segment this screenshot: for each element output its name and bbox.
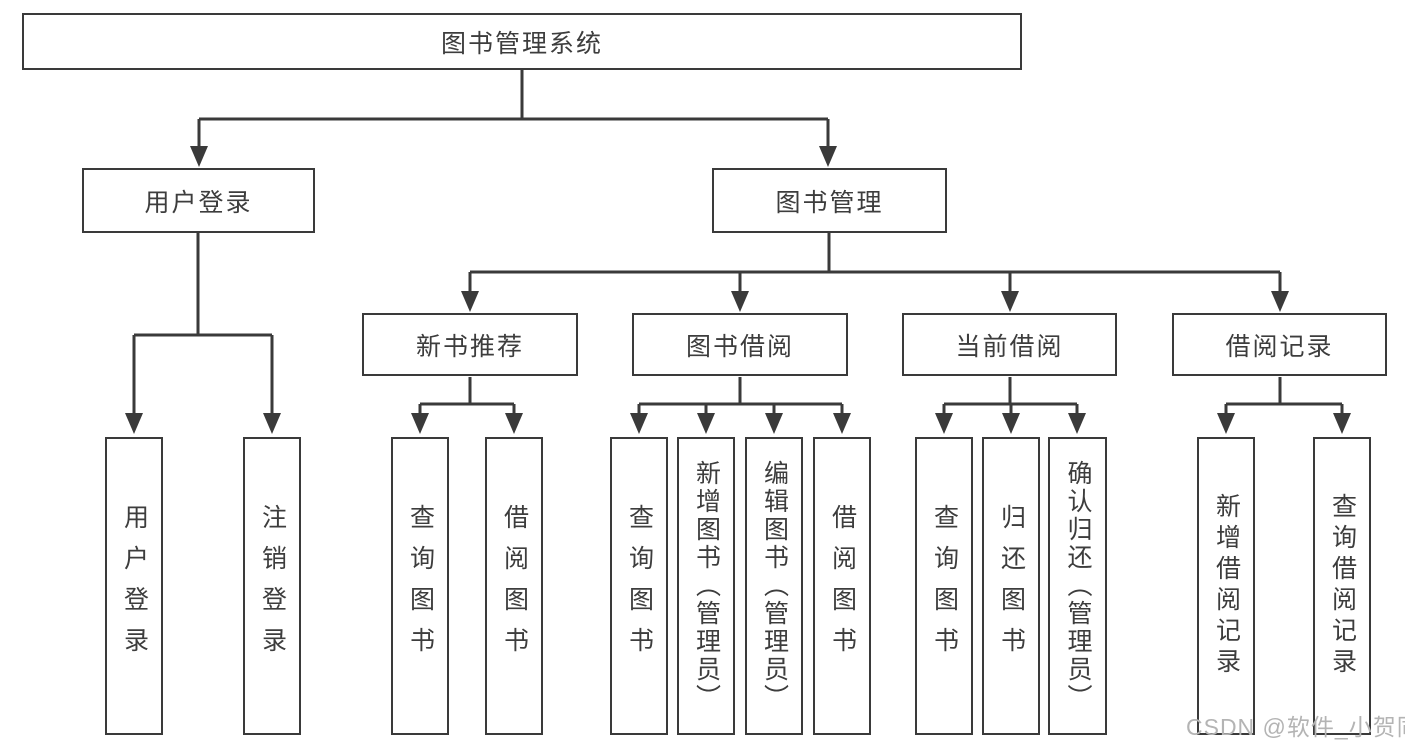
node-current-borrow: 当前借阅 [902,313,1117,376]
leaf-borrow-query-label: 查询图书 [625,504,654,668]
leaf-confirm-return-admin: 确认归还（管理员） [1048,437,1107,735]
leaf-borrow-query: 查询图书 [610,437,668,735]
node-book-management: 图书管理 [712,168,947,233]
leaf-borrow-book: 借阅图书 [813,437,871,735]
node-new-book-recommend-label: 新书推荐 [415,332,524,361]
node-current-borrow-label: 当前借阅 [955,332,1064,361]
node-book-borrow: 图书借阅 [632,313,848,376]
node-borrow-records-label: 借阅记录 [1225,332,1334,361]
node-root-system: 图书管理系统 [22,13,1022,70]
leaf-confirm-return-admin-label: 确认归还（管理员） [1064,460,1092,712]
leaf-current-query-label: 查询图书 [930,504,959,668]
leaf-newbooks-borrow: 借阅图书 [485,437,543,735]
leaf-newbooks-query-label: 查询图书 [406,504,435,668]
node-new-book-recommend: 新书推荐 [362,313,578,376]
node-borrow-records: 借阅记录 [1172,313,1387,376]
leaf-logout-label: 注销登录 [258,504,287,668]
leaf-return-book: 归还图书 [982,437,1040,735]
node-user-login-label: 用户登录 [144,188,253,217]
leaf-logout: 注销登录 [243,437,301,735]
node-user-login: 用户登录 [82,168,315,233]
leaf-newbooks-borrow-label: 借阅图书 [500,504,529,668]
arrowheads [125,146,1351,434]
leaf-borrow-edit-admin-label: 编辑图书（管理员） [760,460,789,712]
leaf-borrow-add-admin-label: 新增图书（管理员） [692,460,721,712]
csdn-watermark: CSDN @软件_小贺同学 [1186,714,1405,740]
leaf-borrow-add-admin: 新增图书（管理员） [677,437,735,735]
leaf-add-record-label: 新增借阅记录 [1212,493,1241,679]
leaf-query-record-label: 查询借阅记录 [1328,493,1357,679]
leaf-add-record: 新增借阅记录 [1197,437,1255,735]
leaf-return-book-label: 归还图书 [997,504,1026,668]
leaf-borrow-edit-admin: 编辑图书（管理员） [745,437,803,735]
node-root-label: 图书管理系统 [440,29,603,58]
leaf-query-record: 查询借阅记录 [1313,437,1371,735]
leaf-user-login-label: 用户登录 [120,504,149,668]
leaf-user-login: 用户登录 [105,437,163,735]
leaf-borrow-book-label: 借阅图书 [828,504,857,668]
node-book-management-label: 图书管理 [775,188,884,217]
leaf-current-query: 查询图书 [915,437,973,735]
leaf-newbooks-query: 查询图书 [391,437,449,735]
node-book-borrow-label: 图书借阅 [685,332,794,361]
